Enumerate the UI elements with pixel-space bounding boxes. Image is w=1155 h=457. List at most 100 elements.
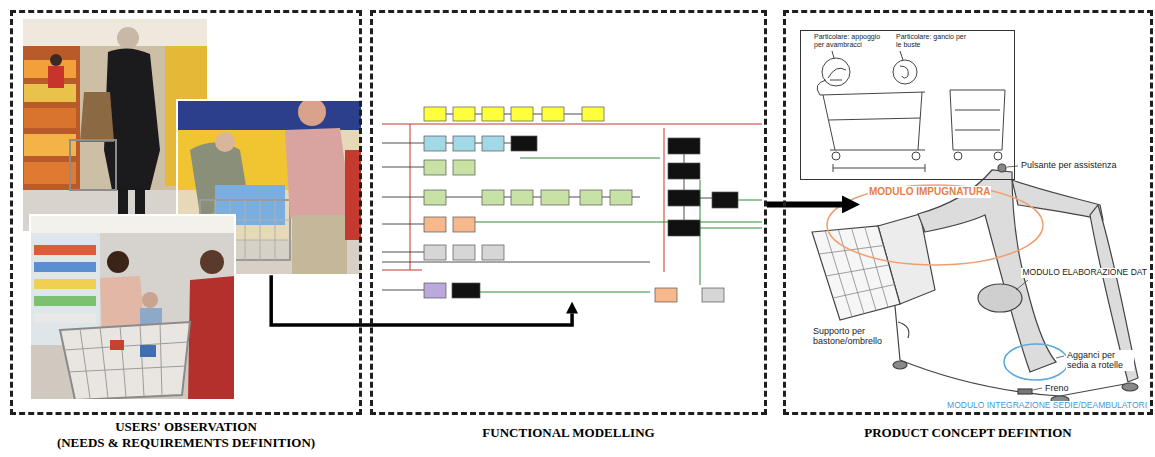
detail-sketch [954, 152, 962, 160]
function-block [668, 138, 700, 154]
detail-sketch [900, 66, 908, 78]
function-block [424, 136, 446, 151]
function-block [668, 163, 700, 179]
photo-shopper [34, 279, 96, 289]
function-block [424, 217, 446, 232]
function-block [702, 288, 724, 302]
detail-sketch [833, 164, 925, 172]
photo-shopper [285, 128, 352, 218]
photo-shopper [50, 54, 62, 66]
function-block [668, 220, 700, 236]
function-block [424, 283, 446, 298]
photo-shopper [30, 215, 235, 233]
function-block [655, 288, 677, 302]
part-label: Supporto per bastone/ombrello [812, 326, 894, 347]
photo-shopper [298, 100, 326, 126]
photo-shopper [70, 140, 116, 190]
functional-model-line [475, 158, 762, 292]
photo-shopper [22, 18, 208, 46]
detail-inset: Particolare: appoggio per avambracciPart… [800, 30, 1015, 180]
function-block [541, 190, 569, 205]
module-outline [827, 185, 1043, 265]
cart-sketch [1007, 166, 1064, 390]
part-label: Pulsante per assistenza [1020, 160, 1118, 170]
functional-model-line [664, 128, 665, 272]
photo-shopper [24, 162, 76, 184]
detail-sketch [822, 58, 850, 86]
photo-shopper [64, 323, 188, 398]
function-block [712, 192, 738, 208]
function-block [610, 190, 632, 205]
photo-shopper [200, 250, 224, 274]
function-block [580, 190, 602, 205]
photo-shopper [24, 134, 76, 156]
panel-caption: PRODUCT CONCEPT DEFINTION [783, 425, 1153, 440]
photo-shopper [107, 251, 129, 273]
photo-shopper [110, 340, 124, 350]
panel-caption: (NEEDS & REQUIREMENTS DEFINITION) [10, 435, 362, 450]
detail-sketch [828, 68, 846, 80]
function-block [511, 107, 533, 121]
stage-panel: USERS' OBSERVATION(NEEDS & REQUIREMENTS … [10, 10, 362, 415]
flow-arrow [767, 201, 842, 207]
detail-sketch [893, 60, 917, 84]
function-block [424, 160, 446, 175]
photo-shopper [292, 215, 347, 275]
detail-sketch [994, 152, 1002, 160]
photo-shopper [177, 100, 362, 130]
cart-sketch [812, 164, 1138, 404]
functional-model-line [382, 124, 762, 125]
photo-shopper [104, 48, 160, 190]
photo-shopper [24, 108, 76, 128]
detail-sketch [832, 152, 840, 160]
stage-panel: FUNCTIONAL MODELLING [370, 10, 767, 415]
function-block [482, 107, 504, 121]
function-block [424, 245, 446, 260]
photo-shopper [48, 66, 64, 88]
function-block [424, 190, 446, 205]
detail-sketch [950, 90, 1005, 150]
function-block [482, 136, 504, 151]
detail-note: Particolare: appoggio per avambracci [814, 33, 892, 48]
function-block [582, 107, 604, 121]
function-block [424, 107, 738, 302]
function-block [453, 107, 475, 121]
cart-sketch [1122, 383, 1138, 391]
part-label: MODULO ELABORAZIONE DAT [1021, 268, 1148, 278]
cart-sketch [1012, 180, 1103, 220]
function-block [482, 190, 504, 205]
function-block [511, 136, 537, 151]
photo-shopper [60, 322, 190, 400]
cart-sketch [812, 226, 900, 320]
part-label: MODULO INTEGRAZIONE SEDIE/DEAMBULATORI [946, 401, 1148, 411]
photo-shopper [34, 296, 96, 306]
function-block [668, 190, 700, 206]
cart-sketch [898, 322, 909, 338]
detail-sketch [817, 80, 925, 150]
photo-shopper [117, 27, 139, 49]
function-block [453, 217, 475, 232]
photo-shopper [142, 292, 158, 308]
cart-sketch [819, 227, 895, 317]
function-block [511, 190, 533, 205]
function-block [482, 245, 504, 260]
detail-sketch [832, 51, 903, 60]
function-block [453, 160, 475, 175]
function-block [453, 136, 475, 151]
detail-sketch [912, 152, 920, 160]
photo-shopper [34, 245, 96, 255]
functional-model-line [382, 114, 712, 290]
photo-shopper [215, 132, 235, 152]
panel-caption: FUNCTIONAL MODELLING [370, 425, 767, 440]
function-block [424, 107, 446, 121]
photo-shopper [100, 276, 145, 332]
functional-model-line [382, 114, 712, 290]
photo-shopper [140, 345, 156, 357]
flow-arrow [271, 275, 572, 325]
detail-sketch [817, 51, 1005, 172]
panel-caption: USERS' OBSERVATION [10, 419, 362, 434]
cart-sketch [1018, 389, 1032, 394]
photo-shopper [80, 92, 114, 142]
module-outline [1004, 344, 1068, 380]
